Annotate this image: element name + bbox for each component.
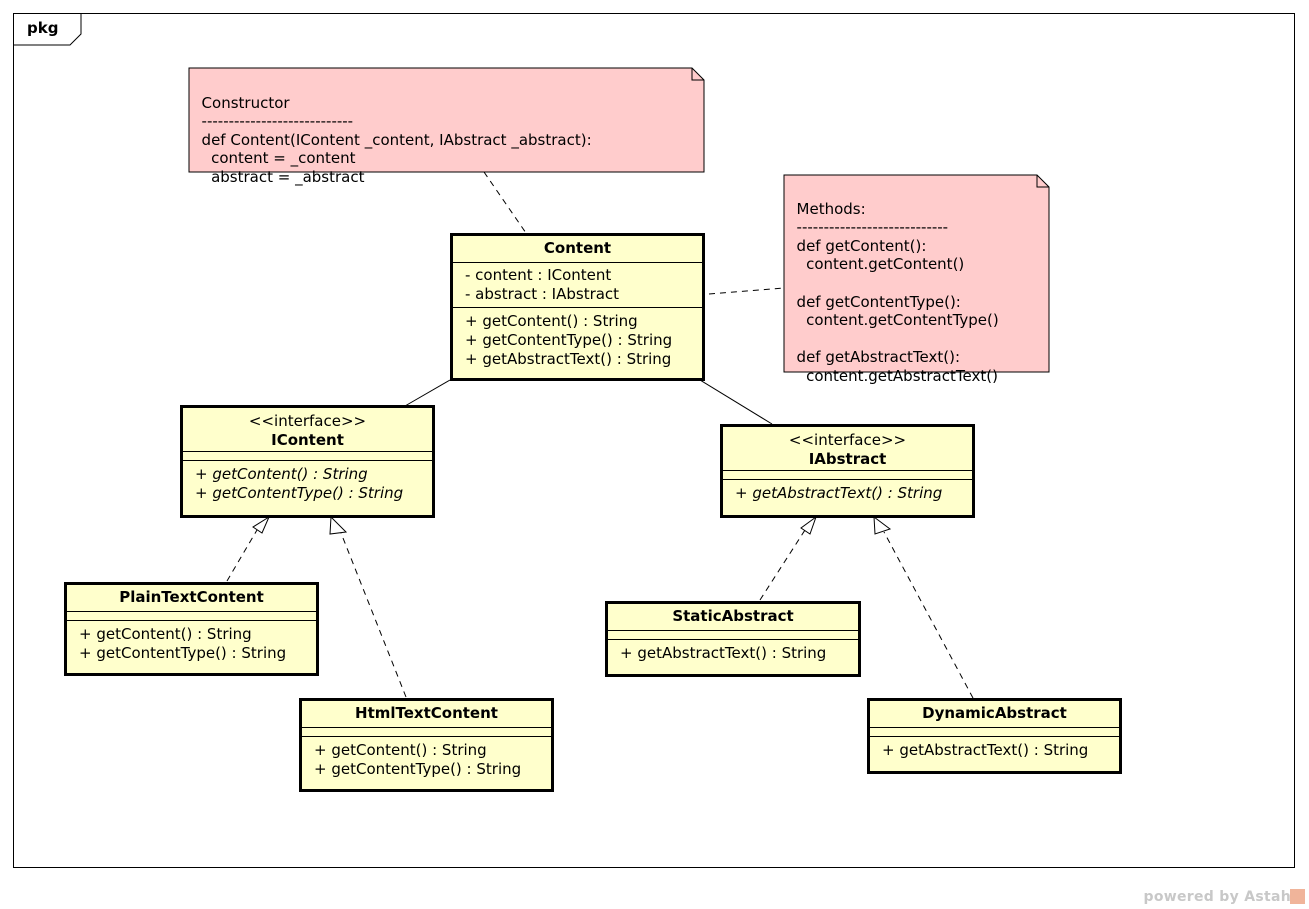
note-line: def getContentType(): [796, 292, 961, 311]
class-attributes [183, 452, 432, 461]
note-line: content = _content [201, 149, 356, 168]
interface-iabstract[interactable]: <<interface>> IAbstract + getAbstractTex… [720, 424, 975, 518]
watermark-text: powered by Astah [1143, 889, 1291, 905]
note-line [797, 274, 802, 292]
constructor-note: Constructor ----------------------------… [189, 71, 704, 191]
staticabstract-realization-arrowhead [800, 515, 818, 535]
package-frame [13, 13, 1295, 868]
dynamicabstract-realization-arrowhead [873, 515, 892, 535]
constructor-note-shape [188, 67, 705, 173]
class-name: StaticAbstract [672, 607, 794, 625]
class-attributes: - content : IContent - abstract : IAbstr… [453, 263, 702, 308]
stereotype: <<interface>> [788, 431, 907, 449]
dynamicabstract-realization [883, 531, 974, 699]
plaintext-realization [226, 529, 258, 582]
note-line: abstract = _abstract [201, 167, 365, 186]
methods-note: Methods: ---------------------------- de… [784, 177, 1049, 390]
class-operations: + getContent() : String + getContentType… [302, 737, 551, 783]
class-header: Content [453, 236, 702, 263]
operation: + getAbstractText() : String [735, 484, 943, 502]
class-operations: + getContent() : String + getContentType… [453, 308, 702, 373]
operation: + getAbstractText() : String [620, 644, 827, 662]
frame-label-tab [13, 13, 82, 46]
class-attributes [723, 471, 972, 480]
note-line: ---------------------------- [796, 218, 949, 237]
operation: + getContentType() : String [195, 484, 404, 502]
class-attributes [608, 631, 858, 640]
note-line: Methods: [796, 199, 866, 218]
frame-label: pkg [27, 19, 59, 37]
note-line [797, 330, 802, 348]
operation: + getContentType() : String [79, 644, 287, 662]
note-line: content.getContent() [796, 255, 965, 274]
attribute: - content : IContent [465, 266, 612, 284]
constructor-note-fold [691, 68, 704, 81]
operation: + getAbstractText() : String [465, 350, 672, 368]
attribute: - abstract : IAbstract [465, 285, 620, 303]
class-header: <<interface>> IContent [183, 408, 432, 452]
methods-note-anchor [708, 287, 785, 295]
methods-note-shape [783, 174, 1050, 373]
class-name: IContent [271, 431, 344, 449]
content-icontent-association [404, 379, 451, 407]
note-line: content.getContentType() [796, 311, 999, 330]
class-operations: + getAbstractText() : String [870, 737, 1119, 764]
class-name: DynamicAbstract [922, 704, 1067, 722]
class-staticabstract[interactable]: StaticAbstract + getAbstractText() : Str… [605, 601, 861, 677]
class-operations: + getContent() : String + getContentType… [183, 461, 432, 507]
class-header: PlainTextContent [67, 585, 316, 612]
class-operations: + getAbstractText() : String [723, 480, 972, 507]
constructor-note-anchor [483, 171, 527, 234]
operation: + getContent() : String [195, 465, 368, 483]
note-line: def getAbstractText(): [796, 348, 961, 367]
operation: + getContentType() : String [465, 331, 673, 349]
note-line: ---------------------------- [201, 112, 354, 131]
class-dynamicabstract[interactable]: DynamicAbstract + getAbstractText() : St… [867, 698, 1122, 774]
note-line: content.getAbstractText() [796, 366, 998, 385]
class-attributes [67, 612, 316, 621]
class-name: PlainTextContent [119, 588, 264, 606]
operation: + getAbstractText() : String [882, 741, 1089, 759]
htmltext-realization [340, 532, 407, 698]
note-line: def getContent(): [796, 236, 927, 255]
class-attributes [302, 728, 551, 737]
class-name: IAbstract [808, 450, 887, 468]
operation: + getContentType() : String [314, 760, 522, 778]
operation: + getContent() : String [314, 741, 487, 759]
operation: + getContent() : String [79, 625, 252, 643]
htmltext-realization-arrowhead [329, 515, 348, 535]
content-iabstract-association [699, 379, 773, 425]
operation: + getContent() : String [465, 312, 638, 330]
class-header: DynamicAbstract [870, 701, 1119, 728]
stereotype: <<interface>> [248, 412, 367, 430]
class-plaintextcontent[interactable]: PlainTextContent + getContent() : String… [64, 582, 319, 676]
class-header: HtmlTextContent [302, 701, 551, 728]
class-htmltextcontent[interactable]: HtmlTextContent + getContent() : String … [299, 698, 554, 792]
plaintext-realization-arrowhead [252, 515, 271, 534]
class-name: Content [543, 239, 612, 257]
methods-note-fold [1036, 175, 1049, 188]
class-content[interactable]: Content - content : IContent - abstract … [450, 233, 705, 381]
class-header: StaticAbstract [608, 604, 858, 631]
astah-logo-icon [1290, 889, 1305, 904]
class-name: HtmlTextContent [355, 704, 498, 722]
class-operations: + getContent() : String + getContentType… [67, 621, 316, 667]
class-operations: + getAbstractText() : String [608, 640, 858, 667]
class-header: <<interface>> IAbstract [723, 427, 972, 471]
class-attributes [870, 728, 1119, 737]
note-line: Constructor [201, 93, 290, 112]
note-line: def Content(IContent _content, IAbstract… [201, 130, 592, 149]
staticabstract-realization [759, 529, 806, 601]
interface-icontent[interactable]: <<interface>> IContent + getContent() : … [180, 405, 435, 518]
